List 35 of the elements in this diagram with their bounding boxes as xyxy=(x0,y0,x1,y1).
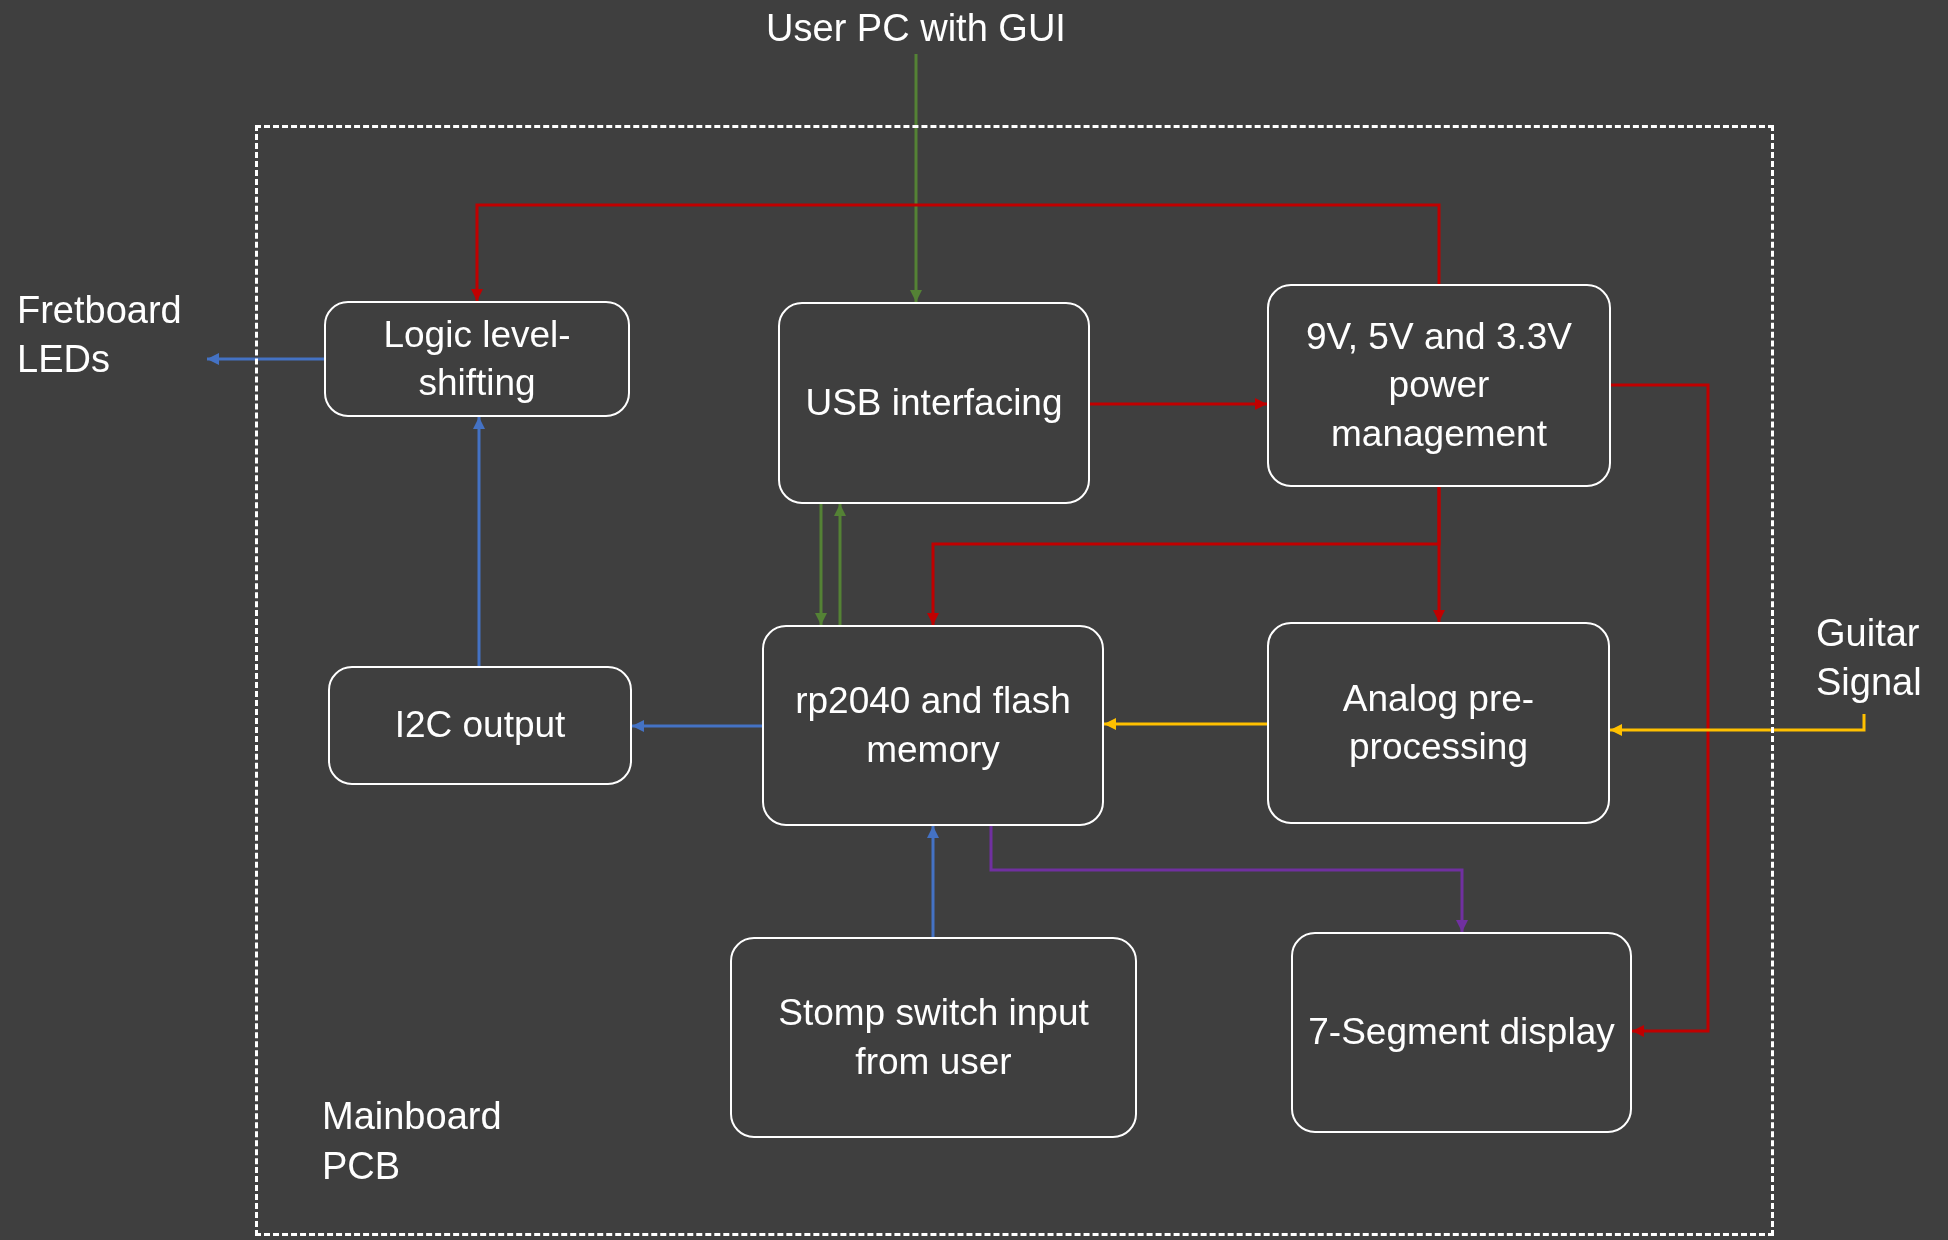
arrow xyxy=(989,826,1468,932)
arrow xyxy=(207,353,324,365)
block-label: USB interfacing xyxy=(804,380,1064,425)
block-box xyxy=(324,301,630,417)
block-box xyxy=(762,625,1104,826)
block-label: rp2040 and flash memory xyxy=(794,679,1072,772)
arrow xyxy=(632,720,762,732)
external-label: Fretboard LEDs xyxy=(17,286,207,386)
external-label: Guitar Signal xyxy=(1816,609,1944,714)
dashed-board-outline xyxy=(255,125,1774,1236)
block-label: Analog pre-processing xyxy=(1341,676,1536,769)
block-box xyxy=(328,666,632,785)
block-label: I2C output xyxy=(393,703,567,748)
block-label: Stomp switch input from user xyxy=(777,991,1090,1084)
block-box xyxy=(1291,932,1632,1133)
board-label: Mainboard PCB xyxy=(322,1094,503,1189)
arrow xyxy=(1104,718,1267,730)
block-box xyxy=(1267,284,1611,487)
block-box xyxy=(1267,622,1610,824)
arrow xyxy=(1090,398,1267,410)
arrow xyxy=(473,417,485,666)
block-label: Logic level-shifting xyxy=(382,312,572,405)
external-label: User PC with GUI xyxy=(736,4,1096,54)
arrow xyxy=(834,504,846,625)
arrow xyxy=(1611,383,1710,1037)
block-box xyxy=(778,302,1090,504)
arrow xyxy=(910,54,922,302)
block-label: 9V, 5V and 3.3V power management xyxy=(1304,315,1574,456)
arrow xyxy=(1610,714,1866,736)
arrow xyxy=(471,203,1441,301)
arrow xyxy=(815,504,827,625)
arrow xyxy=(1433,487,1445,622)
block-box xyxy=(730,937,1137,1138)
arrow xyxy=(927,826,939,937)
block-label: 7-Segment display xyxy=(1307,1010,1616,1055)
